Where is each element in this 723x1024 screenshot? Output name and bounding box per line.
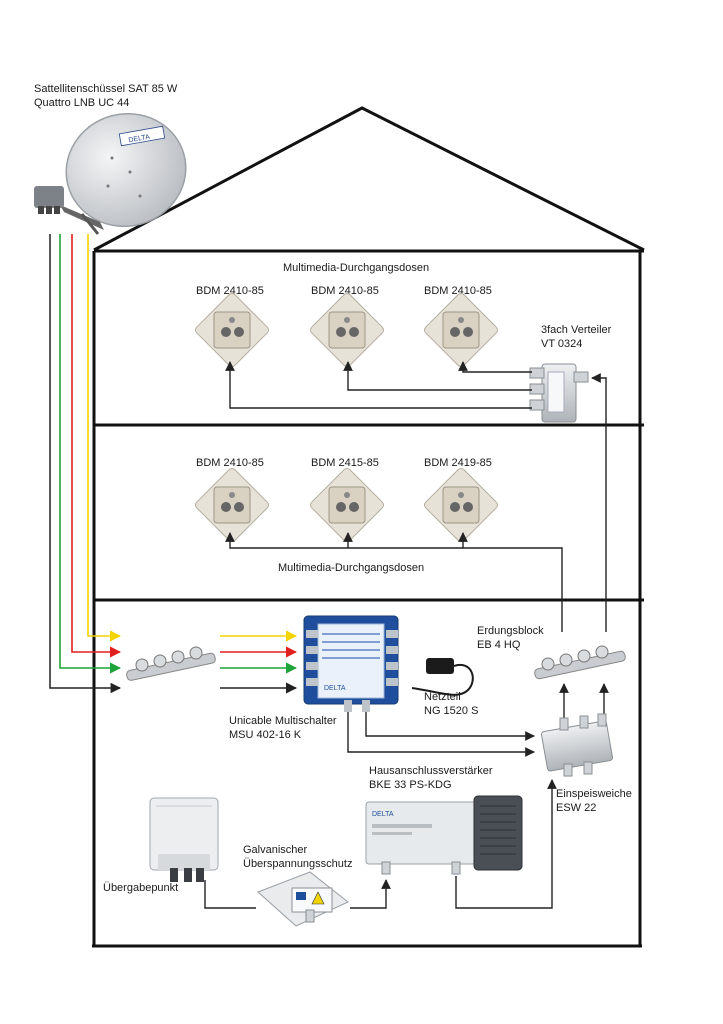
splitter-label-1: 3fach Verteiler <box>541 324 612 336</box>
amplifier-brand-text: DELTA <box>372 811 394 818</box>
mid-socket-label-2: BDM 2415-85 <box>311 457 379 469</box>
surge-protector <box>257 871 349 927</box>
handover-label: Übergabepunkt <box>103 882 178 894</box>
socket-mid-2 <box>309 467 385 543</box>
amplifier-label-1: Hausanschlussverstärker <box>369 765 493 777</box>
ground-floor-feed-cables <box>204 779 557 909</box>
socket-mid-1 <box>194 467 270 543</box>
diplexer-label-1: Einspeisweiche <box>556 788 632 800</box>
power-supply-ng-1520 <box>411 658 474 696</box>
socket-mid-3 <box>423 467 499 543</box>
top-socket-label-3: BDM 2410-85 <box>424 285 492 297</box>
psu-label-2: NG 1520 S <box>424 705 478 717</box>
socket-top-3 <box>423 292 499 368</box>
top-socket-label-1: BDM 2410-85 <box>196 285 264 297</box>
diplexer-label-2: ESW 22 <box>556 802 596 814</box>
dish-brand-text: DELTA <box>128 134 151 145</box>
diplexer-to-block-cables <box>559 683 609 718</box>
unicable-multiswitch: DELTA <box>303 615 399 712</box>
satellite-dish: DELTA <box>60 112 187 235</box>
multiswitch-label-1: Unicable Multischalter <box>229 715 337 727</box>
ground-block-label-1: Erdungsblock <box>477 625 544 637</box>
house-amplifier-bke-33: DELTA <box>365 795 523 875</box>
handover-point-box <box>149 797 219 882</box>
amplifier-label-2: BKE 33 PS-KDG <box>369 779 452 791</box>
mid-floor-title: Multimedia-Durchgangsdosen <box>278 562 424 574</box>
block-to-switch-cables <box>220 630 298 694</box>
mid-floor-cables <box>225 532 563 632</box>
multiswitch-label-2: MSU 402-16 K <box>229 729 302 741</box>
lnb-cables <box>49 234 122 694</box>
output-ground-block <box>534 645 626 680</box>
surge-label-1: Galvanischer <box>243 844 308 856</box>
ground-block-label-2: EB 4 HQ <box>477 639 521 651</box>
socket-top-2 <box>309 292 385 368</box>
splitter-vt-0324 <box>529 363 589 423</box>
sat-dish-label-1: Sattellitenschüssel SAT 85 W <box>34 83 178 95</box>
psu-label-1: Netzteil <box>424 691 461 703</box>
splitter-label-2: VT 0324 <box>541 338 582 350</box>
top-floor-cables <box>225 361 607 632</box>
input-ground-block <box>126 646 216 681</box>
top-socket-label-2: BDM 2410-85 <box>311 285 379 297</box>
socket-top-1 <box>194 292 270 368</box>
sat-dish-label-2: Quattro LNB UC 44 <box>34 97 129 109</box>
top-floor-title: Multimedia-Durchgangsdosen <box>283 262 429 274</box>
diplexer-esw-22 <box>541 713 613 777</box>
mid-socket-label-1: BDM 2410-85 <box>196 457 264 469</box>
switch-to-diplexer-cables <box>347 712 535 757</box>
multiswitch-brand-text: DELTA <box>324 685 346 692</box>
surge-label-2: Überspannungsschutz <box>243 858 352 870</box>
quattro-lnb <box>34 186 64 214</box>
mid-socket-label-3: BDM 2419-85 <box>424 457 492 469</box>
